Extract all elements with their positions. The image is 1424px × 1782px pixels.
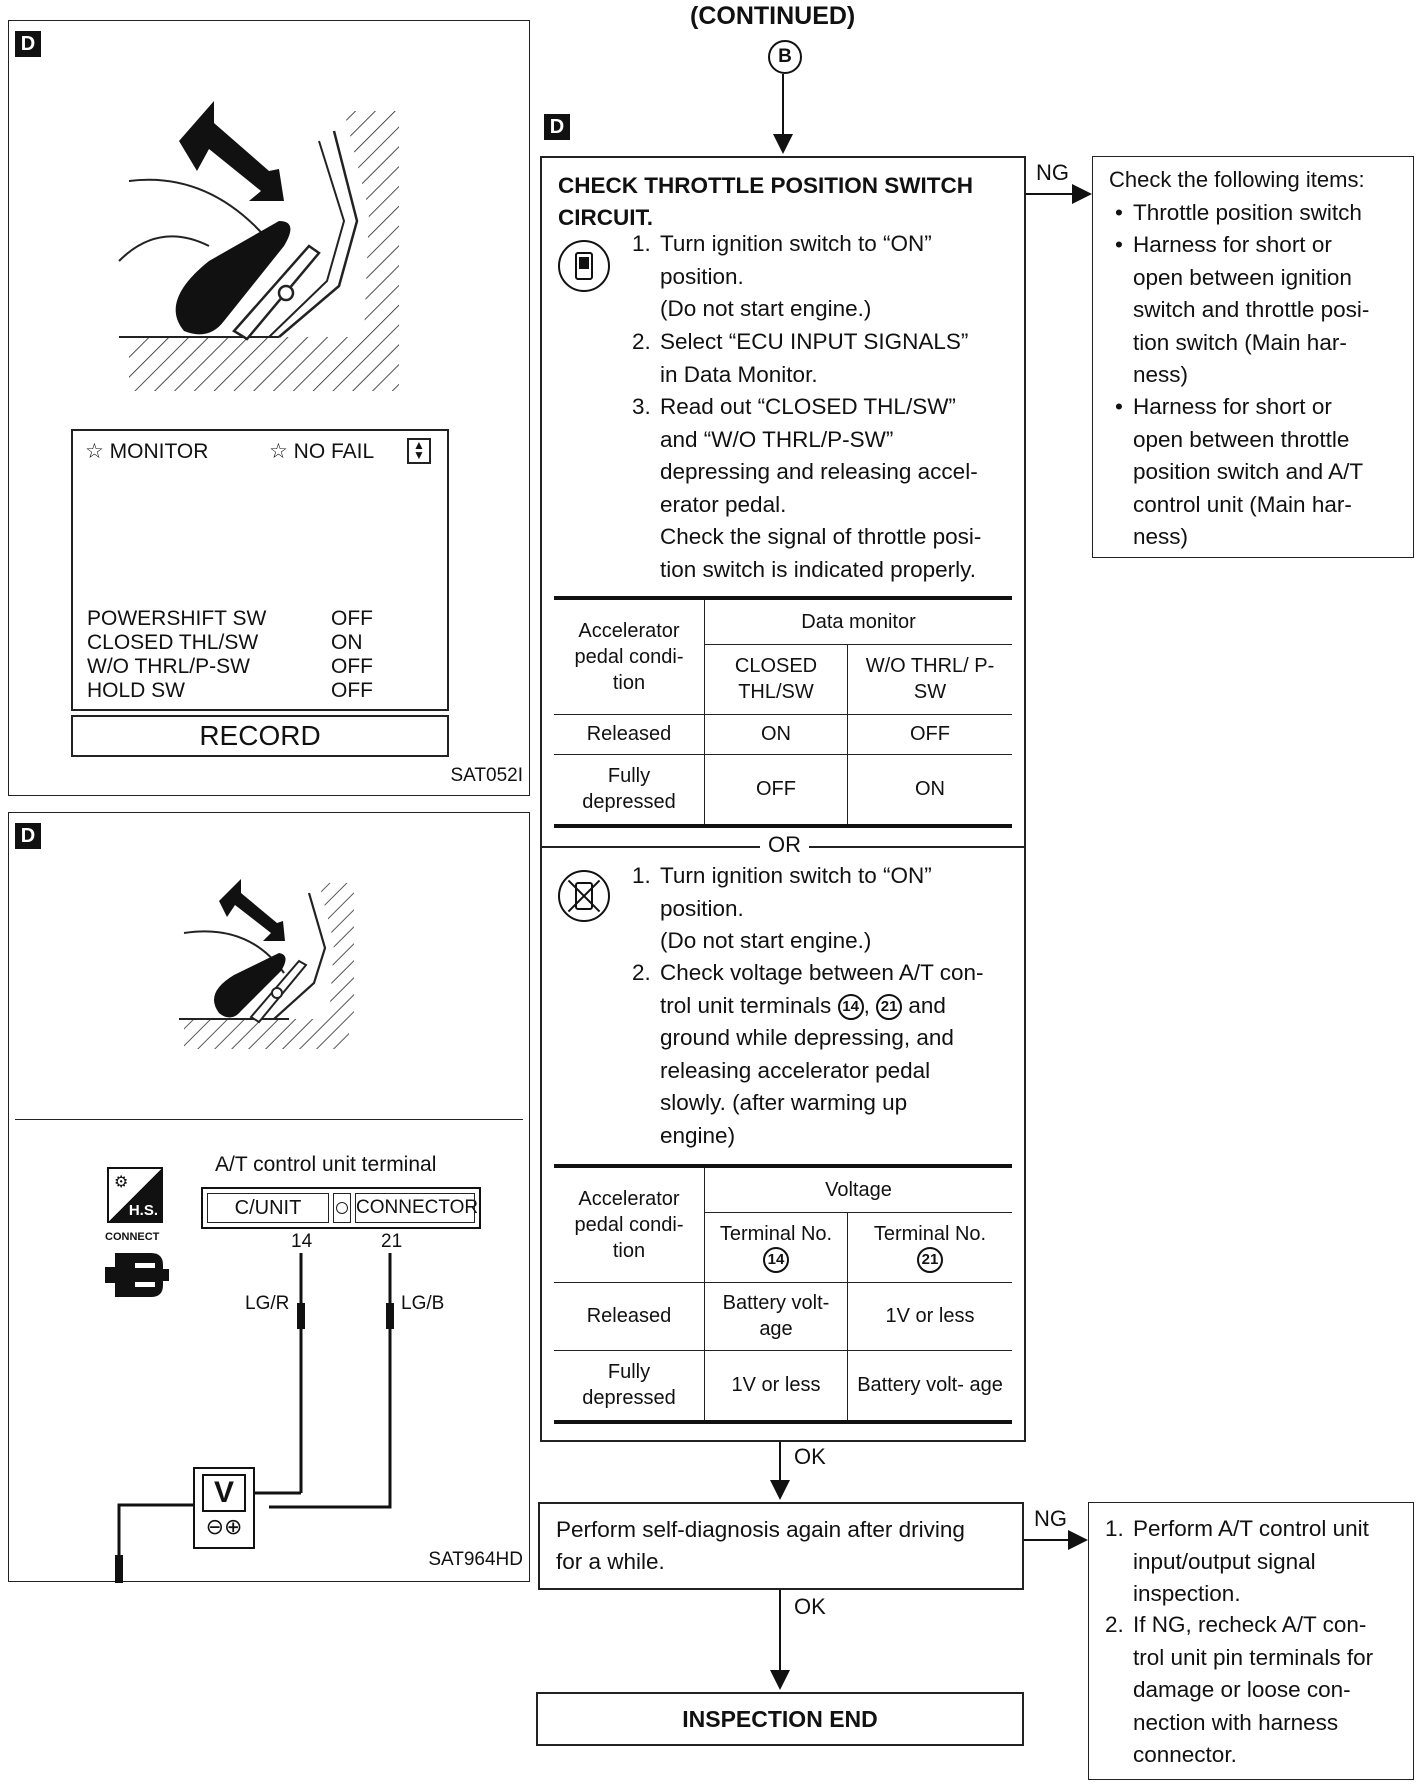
- voltmeter: V ⊖⊕: [193, 1467, 255, 1549]
- ng-label: NG: [1036, 160, 1069, 185]
- monitor-row: HOLD SW: [87, 679, 186, 702]
- data-monitor-table: Accelerator pedal condi- tion Data monit…: [554, 596, 1012, 828]
- check-item: • Harness for short or open between thro…: [1115, 394, 1364, 549]
- connector-icon: [105, 1253, 169, 1297]
- terminal-14-circle: 14: [837, 993, 864, 1020]
- or-label: OR: [760, 832, 809, 858]
- connect-label: CONNECT: [105, 1231, 160, 1243]
- terminal-21-circle: 21: [917, 1247, 943, 1274]
- voltage-table: Accelerator pedal condi- tion Voltage Te…: [554, 1164, 1012, 1424]
- figure-throttle-monitor: D ☆ MONITOR ☆ NO FAIL ▲▼ POWERSHIFT SW O…: [8, 20, 530, 796]
- table-header: Voltage: [704, 1164, 1012, 1213]
- voltmeter-display: V: [202, 1474, 246, 1512]
- connector-b-circle: B: [768, 40, 802, 74]
- table-row: Fully depressed 1V or less Battery volt-…: [554, 1349, 1012, 1424]
- wire-lgb-label: LG/B: [401, 1293, 445, 1314]
- self-diagnosis-box: Perform self-diagnosis again after drivi…: [538, 1502, 1024, 1590]
- monitor-row-value: ON: [331, 631, 363, 654]
- wire-lgr-label: LG/R: [245, 1293, 290, 1314]
- figure-divider: [15, 1119, 523, 1120]
- hs-icon: H.S. ⚙: [107, 1167, 163, 1223]
- consult-icon: [558, 240, 610, 292]
- ng-label: NG: [1034, 1506, 1067, 1531]
- terminal-14-circle: 14: [763, 1247, 789, 1274]
- terminal-title: A/T control unit terminal: [215, 1153, 437, 1176]
- ok-label: OK: [794, 1444, 826, 1469]
- voltmeter-wiring: [115, 1253, 394, 1583]
- monitor-row-value: OFF: [331, 679, 373, 702]
- scroll-arrows-icon: ▲▼: [407, 438, 431, 464]
- pedal-small-illustration: [179, 879, 354, 1049]
- inspection-end-box: INSPECTION END: [536, 1692, 1024, 1746]
- ng-action-step-1: 1. Perform A/T control unit input/output…: [1105, 1516, 1369, 1606]
- check-items-box: Check the following items: • Throttle po…: [1092, 156, 1414, 558]
- table-header: Accelerator pedal condi- tion: [554, 596, 705, 715]
- no-consult-icon: [558, 870, 610, 922]
- ng-action-box: 1. Perform A/T control unit input/output…: [1088, 1502, 1414, 1780]
- check-items-title: Check the following items:: [1109, 167, 1365, 192]
- section-tag-d: D: [15, 31, 41, 57]
- section-tag-d: D: [544, 114, 570, 140]
- monitor-row-value: OFF: [331, 655, 373, 678]
- check-item: • Throttle position switch: [1115, 200, 1362, 225]
- table-header: Terminal No. 21: [847, 1211, 1012, 1283]
- plus-terminal-icon: ⊕: [224, 1514, 243, 1539]
- cunit-connector-block: C/UNIT CONNECTOR: [201, 1187, 481, 1229]
- record-button: RECORD: [71, 715, 449, 757]
- continued-heading: (CONTINUED): [690, 2, 856, 30]
- table-header: W/O THRL/ P-SW: [847, 643, 1012, 715]
- table-header: Accelerator pedal condi- tion: [554, 1164, 705, 1283]
- monitor-screen: ☆ MONITOR ☆ NO FAIL ▲▼ POWERSHIFT SW OFF…: [71, 429, 449, 711]
- no-consult-step-2: 2. Check voltage between A/T con- trol u…: [632, 960, 984, 1148]
- ok-label: OK: [794, 1594, 826, 1619]
- monitor-row-value: OFF: [331, 607, 373, 630]
- check-title: CHECK THROTTLE POSITION SWITCH CIRCUIT.: [558, 173, 973, 230]
- table-header: Terminal No. 14: [704, 1211, 848, 1283]
- no-fail-label: ☆ NO FAIL: [269, 440, 375, 463]
- figure-code: SAT964HD: [428, 1549, 523, 1570]
- no-consult-step-1: 1. Turn ignition switch to “ON” position…: [632, 863, 932, 953]
- connector-latch-icon: [333, 1193, 351, 1223]
- table-header: CLOSED THL/SW: [704, 643, 848, 715]
- accelerator-pedal-illustration: [118, 101, 399, 391]
- table-row: Released Battery volt- age 1V or less: [554, 1281, 1012, 1351]
- pin-21-label: 21: [381, 1231, 403, 1252]
- consult-step-2: 2. Select “ECU INPUT SIGNALS” in Data Mo…: [632, 329, 969, 387]
- consult-step-3: 3. Read out “CLOSED THL/SW” and “W/O THR…: [632, 394, 982, 582]
- ng-action-step-2: 2. If NG, recheck A/T con- trol unit pin…: [1105, 1612, 1374, 1767]
- minus-terminal-icon: ⊖: [205, 1514, 224, 1539]
- monitor-row: POWERSHIFT SW: [87, 607, 267, 630]
- section-tag-d: D: [15, 823, 41, 849]
- figure-terminal-check: D H.S. ⚙ CONNECT A/T control unit termin…: [8, 812, 530, 1583]
- check-item: • Harness for short or open between igni…: [1115, 232, 1370, 387]
- monitor-row: W/O THRL/P-SW: [87, 655, 250, 678]
- figure-code: SAT052I: [450, 765, 523, 786]
- table-header: Data monitor: [704, 596, 1012, 645]
- terminal-21-circle: 21: [876, 993, 903, 1020]
- consult-step-1: 1. Turn ignition switch to “ON” position…: [632, 231, 932, 321]
- table-row: Fully depressed OFF ON: [554, 753, 1012, 828]
- pin-14-label: 14: [291, 1231, 313, 1252]
- monitor-row: CLOSED THL/SW: [87, 631, 259, 654]
- monitor-title: ☆ MONITOR: [85, 440, 209, 463]
- check-throttle-box: CHECK THROTTLE POSITION SWITCH CIRCUIT. …: [540, 156, 1026, 1442]
- table-row: Released ON OFF: [554, 713, 1012, 755]
